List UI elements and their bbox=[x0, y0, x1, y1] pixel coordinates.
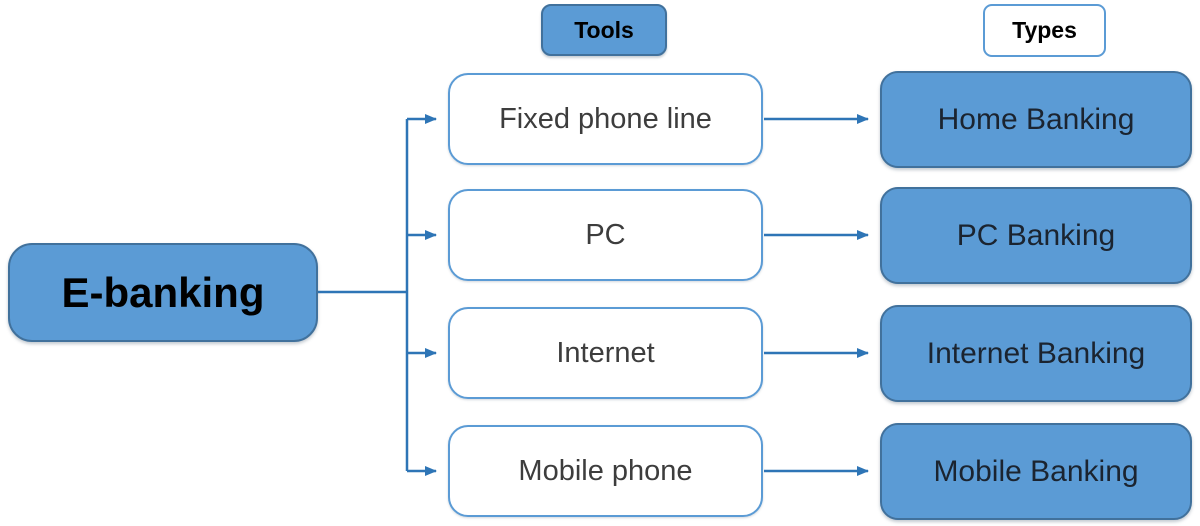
node-type-internet-banking: Internet Banking bbox=[880, 305, 1192, 402]
node-type-home-banking: Home Banking bbox=[880, 71, 1192, 168]
node-tool-fixed-phone-line: Fixed phone line bbox=[448, 73, 763, 165]
node-type-mobile-banking: Mobile Banking bbox=[880, 423, 1192, 520]
header-tools: Tools bbox=[541, 4, 667, 56]
node-tool-internet: Internet bbox=[448, 307, 763, 399]
node-tool-mobile-phone: Mobile phone bbox=[448, 425, 763, 517]
header-types: Types bbox=[983, 4, 1106, 57]
node-type-pc-banking: PC Banking bbox=[880, 187, 1192, 284]
node-tool-pc: PC bbox=[448, 189, 763, 281]
node-ebanking: E-banking bbox=[8, 243, 318, 342]
